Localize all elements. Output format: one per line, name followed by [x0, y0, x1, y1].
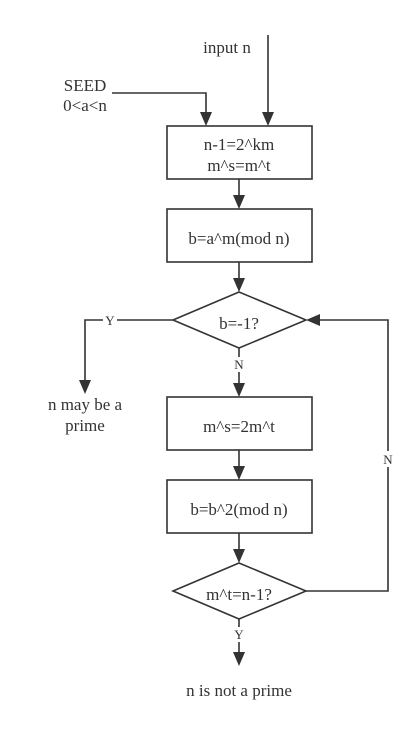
arrowhead-seed — [200, 112, 212, 126]
square-b-box — [166, 479, 313, 534]
edge-label-bg — [380, 451, 396, 467]
decompose-text-1: n-1=2^km — [204, 135, 274, 154]
edge-label-check-b-yes: Y — [105, 313, 115, 328]
check-b-diamond — [170, 291, 309, 349]
edge-label-check-m-yes: Y — [234, 627, 244, 642]
edge-label-check-m-no: N — [383, 452, 393, 467]
seed-label: SEED — [64, 76, 107, 95]
check-m-diamond — [170, 562, 309, 620]
decompose-box — [166, 125, 313, 180]
arrowhead-check-b — [233, 278, 245, 292]
arrowhead-square-b — [233, 466, 245, 480]
square-b-text: b=b^2(mod n) — [190, 500, 287, 519]
arrowhead-not-prime — [233, 652, 245, 666]
edge-label-bg — [231, 357, 247, 372]
arrowhead-double-m — [233, 383, 245, 397]
compute-b-box — [166, 208, 313, 263]
arrowhead-input — [262, 112, 274, 126]
edge-check-b-yes — [84, 319, 173, 382]
edge-label-check-b-no: N — [234, 357, 244, 372]
seed-range-label: 0<a<n — [63, 96, 107, 115]
arrowhead-maybe-prime — [79, 380, 91, 394]
check-b-text: b=-1? — [219, 314, 259, 333]
arrowhead-check-m — [233, 549, 245, 563]
edge-label-bg — [231, 627, 247, 642]
maybe-prime-text-2: prime — [65, 416, 105, 435]
input-n-label: input n — [203, 38, 251, 57]
compute-b-text: b=a^m(mod n) — [188, 229, 289, 248]
double-m-box — [166, 396, 313, 451]
maybe-prime-text-1: n may be a — [48, 395, 123, 414]
edge-label-bg — [103, 312, 117, 328]
arrowhead-compute — [233, 195, 245, 209]
not-prime-text: n is not a prime — [186, 681, 292, 700]
edge-check-m-no-loop — [306, 319, 389, 592]
edge-seed-to-decompose — [112, 92, 207, 114]
arrowhead-loop — [306, 314, 320, 326]
decompose-text-2: m^s=m^t — [207, 156, 271, 175]
check-m-text: m^t=n-1? — [206, 585, 272, 604]
double-m-text: m^s=2m^t — [203, 417, 275, 436]
